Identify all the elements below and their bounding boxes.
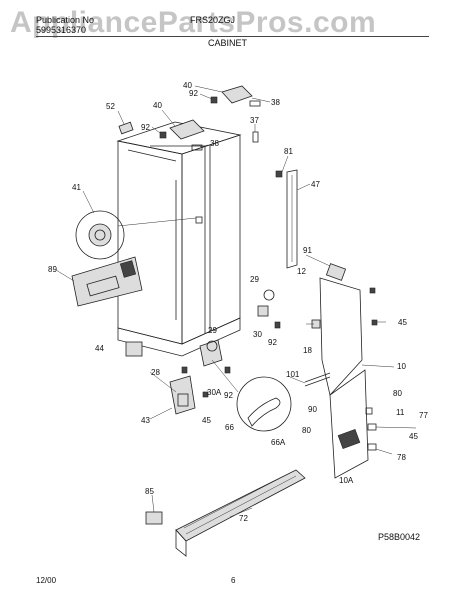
callout-label: 101 [286,370,300,379]
callout-label: 38 [210,139,219,148]
callout-label: 41 [72,183,81,192]
rail-47 [275,169,298,269]
callout-label: 37 [250,116,259,125]
callout-label: 29 [250,275,259,284]
callout-label: 18 [303,346,312,355]
panel-89 [71,256,143,307]
publication-label: Publication No [36,15,95,25]
figure-code: P58B0042 [378,532,421,542]
callout-label: 10 [397,362,406,371]
cabinet-body [116,121,242,357]
callout-label: 44 [95,344,104,353]
callout-label: 30 [253,330,262,339]
callout-label: 92 [141,123,150,132]
callout-label: 92 [224,391,233,400]
callout-label: 92 [189,89,198,98]
callout-label: 81 [284,147,293,156]
callout-label: 52 [106,102,115,111]
callout-label: 10A [339,476,354,485]
grille-72 [145,469,306,557]
callout-label: 78 [397,453,406,462]
callout-label: 45 [398,318,407,327]
callout-label: 29 [208,326,217,335]
detail-66 [211,359,292,432]
callout-label: 12 [297,267,306,276]
detail-41 [75,210,197,260]
callout-label: 90 [308,405,317,414]
callout-label: 28 [151,368,160,377]
callout-label: 85 [145,487,154,496]
bracket-assembly-10 [304,263,378,479]
callout-label: 11 [396,408,405,417]
publication-number: 5995316370 [36,25,87,35]
page-number: 6 [231,576,236,585]
callout-label: 91 [303,246,312,255]
callout-label: 89 [48,265,57,274]
callout-label: 45 [202,416,211,425]
section-title: CABINET [208,38,248,48]
header-rule [36,36,429,37]
callout-label: 47 [311,180,320,189]
lower-hinge-parts [125,289,281,415]
callout-label: 38 [271,98,280,107]
callout-label: 80 [302,426,311,435]
leader-lines [55,85,417,518]
callout-label: 92 [268,338,277,347]
callout-label: 77 [419,411,428,420]
callout-label: 66 [225,423,234,432]
callout-label: 40 [183,81,192,90]
callout-label: 43 [141,416,150,425]
callout-label: 30A [207,388,222,397]
model-number: FRS20ZGJ [190,15,236,25]
callout-label: 72 [239,514,248,523]
callout-label: 80 [393,389,402,398]
upper-hinge-parts [118,85,261,151]
callout-label: 45 [409,432,418,441]
callout-label: 66A [271,438,286,447]
callout-label: 40 [153,101,162,110]
footer-date: 12/00 [36,576,57,585]
